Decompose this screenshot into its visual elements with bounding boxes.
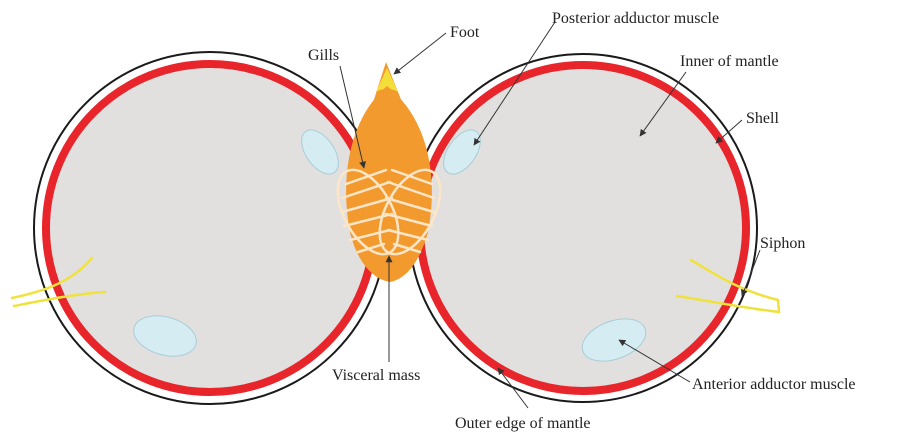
- label-outer-edge-of-mantle: Outer edge of mantle: [455, 415, 591, 432]
- foot-leader: [394, 33, 446, 74]
- label-foot: Foot: [450, 24, 480, 41]
- label-posterior-adductor-muscle: Posterior adductor muscle: [552, 10, 719, 27]
- label-shell: Shell: [746, 110, 779, 127]
- label-siphon: Siphon: [760, 235, 805, 252]
- label-anterior-adductor-muscle: Anterior adductor muscle: [692, 376, 856, 393]
- label-inner-of-mantle: Inner of mantle: [680, 53, 779, 70]
- left-mantle: [46, 64, 374, 392]
- label-gills: Gills: [308, 47, 339, 64]
- left-valve: [12, 52, 386, 404]
- label-visceral-mass: Visceral mass: [332, 367, 420, 384]
- right-valve: [409, 54, 779, 402]
